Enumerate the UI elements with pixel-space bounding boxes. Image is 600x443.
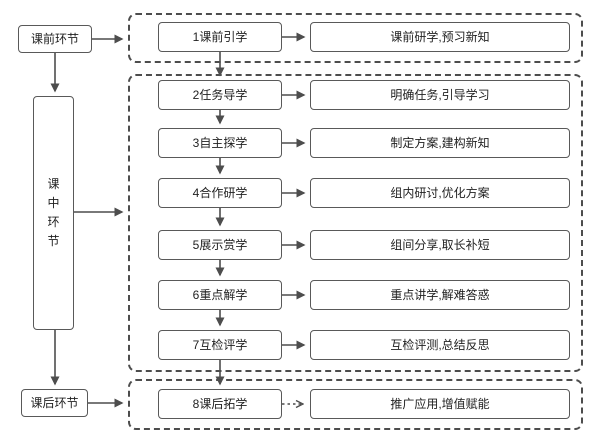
step-label: 8课后拓学 [192, 397, 248, 411]
step-box-6: 6重点解学 [158, 280, 282, 310]
desc-box-3: 制定方案,建构新知 [310, 128, 570, 158]
step-box-1: 1课前引学 [158, 22, 282, 52]
step-label: 2任务导学 [192, 88, 248, 102]
desc-label: 重点讲学,解难答惑 [390, 288, 490, 302]
step-box-8: 8课后拓学 [158, 389, 282, 419]
pre-class-group [128, 13, 583, 63]
step-label: 5展示赏学 [192, 238, 248, 252]
desc-label: 推广应用,增值赋能 [390, 397, 490, 411]
desc-box-5: 组间分享,取长补短 [310, 230, 570, 260]
post-class-group [128, 379, 583, 430]
in-class-group [128, 74, 583, 372]
step-box-7: 7互检评学 [158, 330, 282, 360]
step-box-3: 3自主探学 [158, 128, 282, 158]
desc-label: 明确任务,引导学习 [390, 88, 490, 102]
desc-box-6: 重点讲学,解难答惑 [310, 280, 570, 310]
step-label: 4合作研学 [192, 186, 248, 200]
step-box-5: 5展示赏学 [158, 230, 282, 260]
step-label: 7互检评学 [192, 338, 248, 352]
desc-box-1: 课前研学,预习新知 [310, 22, 570, 52]
stage-in-class-label: 课中环节 [47, 176, 60, 249]
desc-label: 组间分享,取长补短 [390, 238, 490, 252]
step-label: 1课前引学 [192, 30, 248, 44]
desc-label: 制定方案,建构新知 [390, 136, 490, 150]
stage-pre-class-label: 课前环节 [30, 32, 79, 46]
step-box-2: 2任务导学 [158, 80, 282, 110]
desc-box-8: 推广应用,增值赋能 [310, 389, 570, 419]
desc-box-4: 组内研讨,优化方案 [310, 178, 570, 208]
stage-in-class: 课中环节 [33, 96, 74, 330]
desc-label: 互检评测,总结反思 [390, 338, 490, 352]
desc-label: 组内研讨,优化方案 [390, 186, 490, 200]
desc-label: 课前研学,预习新知 [390, 30, 490, 44]
stage-post-class-label: 课后环节 [30, 396, 79, 410]
stage-pre-class: 课前环节 [18, 25, 92, 53]
step-box-4: 4合作研学 [158, 178, 282, 208]
step-label: 3自主探学 [192, 136, 248, 150]
desc-box-2: 明确任务,引导学习 [310, 80, 570, 110]
step-label: 6重点解学 [192, 288, 248, 302]
desc-box-7: 互检评测,总结反思 [310, 330, 570, 360]
stage-post-class: 课后环节 [21, 389, 88, 417]
